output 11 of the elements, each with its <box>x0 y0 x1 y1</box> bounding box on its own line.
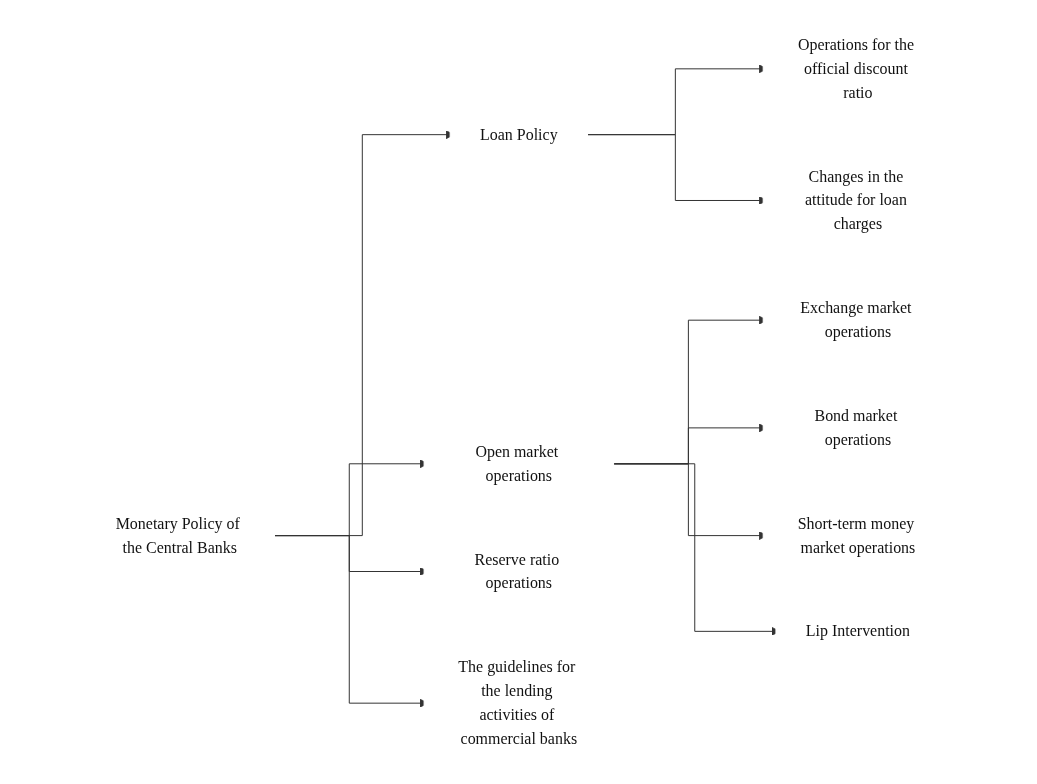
node-text: Short-term money market operations <box>797 514 915 556</box>
node-text: Loan Policy <box>479 125 558 143</box>
node-text: Operations for the official discount ratio <box>797 35 914 101</box>
node-text: Monetary Policy of the Central Banks <box>115 514 240 556</box>
node-text: Bond market operations <box>814 406 898 448</box>
node-text: Changes in the attitude for loan charges <box>804 167 907 233</box>
node-text: The guidelines for the lending activities of commercial banks <box>458 658 577 748</box>
node-text: Reserve ratio operations <box>474 550 559 592</box>
node-text: Open market operations <box>475 442 558 484</box>
node-text: Lip Intervention <box>805 622 910 640</box>
node-text: Exchange market operations <box>800 299 912 341</box>
